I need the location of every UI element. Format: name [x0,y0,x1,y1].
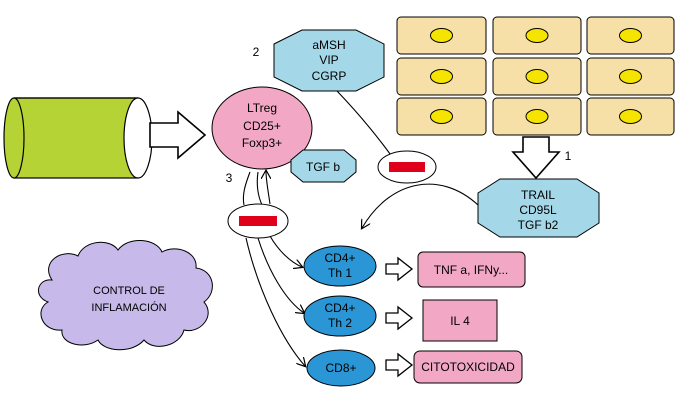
inhibitor-bar-icon [389,162,425,172]
hexagon-top-line3: CGRP [312,69,347,83]
arrow-inhibitor-to-cd8 [245,237,305,366]
connection-lines [242,90,479,366]
cylinder-vessel [3,97,153,179]
treg-label-line1: LTreg [247,101,277,115]
result-box-il4-label: IL 4 [450,314,470,328]
hexagon-tgf-label: TGF b [306,160,340,174]
cell-nucleus [619,28,642,43]
cloud-inflammation-control: CONTROL DE INFLAMACIÓN [38,240,213,351]
block-arrow-icon [511,136,561,180]
cell-nucleus [525,69,549,84]
inhibitor-bar-icon [239,216,277,226]
hexagon-top-line1: aMSH [312,38,345,52]
cd4-th2-line2: Th 2 [328,316,352,330]
cd4-th1-ellipse [303,245,377,287]
result-box-citotoxicidad: CITOTOXICIDAD [413,350,523,384]
cloud-label-line1: CONTROL DE [93,285,165,297]
treg-label-line3: Foxp3+ [242,136,282,150]
cd4-th1-cell: CD4+ Th 1 [303,245,377,287]
cloud-label-line2: INFLAMACIÓN [91,301,166,314]
cell-nucleus [430,28,453,43]
result-box-tnf: TNF a, IFNy... [417,251,526,288]
block-arrow-icon [385,256,414,282]
tissue-cell-grid [396,16,675,136]
hexagon-trail-shape [477,178,600,238]
cylinder-right-end [123,97,153,179]
arrow-inhibitor-to-th1 [269,235,302,267]
hexagon-tgf-shape [290,149,357,183]
inhibitor-lower [227,203,289,239]
line-treg-feedback [266,171,270,205]
result-box-tnf-label: TNF a, IFNy... [434,263,508,277]
block-arrow-icon [149,110,207,160]
cd4-th2-line1: CD4+ [324,301,355,315]
result-box-cito-label: CITOTOXICIDAD [421,360,515,374]
result-box-cito-rect [413,350,523,384]
cd4-th1-line1: CD4+ [324,251,355,265]
cd4-th1-line2: Th 1 [328,266,352,280]
hexagon-trail-line3: TGF b2 [518,218,559,232]
hexagon-trail: TRAIL CD95L TGF b2 [477,178,600,238]
arrow-inhibitor-to-th2 [257,237,304,313]
cloud-shape [38,240,213,351]
cylinder-left-end [3,97,25,179]
cd8-ellipse [306,349,376,387]
block-arrow-icon [385,352,414,378]
cell-nucleus [619,109,642,124]
block-arrow-icon [385,305,414,331]
cd4-th2-ellipse [303,295,377,337]
hexagon-neuropeptides: aMSH VIP CGRP [273,29,385,92]
inhibitor-upper [377,150,437,184]
cd8-cell: CD8+ [306,349,376,387]
treg-cell: LTreg CD25+ Foxp3+ [211,86,313,170]
hexagon-tgf-b: TGF b [290,149,357,183]
line-treg-to-inhibitor-a [242,171,251,206]
cell-nucleus [525,109,549,124]
line-treg-to-inhibitor-b [256,171,263,206]
hexagon-top-line2: VIP [319,53,338,67]
cell-nucleus [525,28,549,43]
hexagon-top-shape [273,29,385,92]
treg-label-line2: CD25+ [243,119,281,133]
cell-nucleus [430,69,453,84]
result-box-tnf-rect [417,251,526,288]
cd4-th2-cell: CD4+ Th 2 [303,295,377,337]
cell-nucleus [430,109,453,124]
number-label-1: 1 [565,149,572,163]
line-hex-to-inhibitor [336,90,394,159]
cd8-label: CD8+ [325,361,356,375]
hexagon-trail-line2: CD95L [519,203,557,217]
hexagon-trail-line1: TRAIL [521,188,555,202]
cell-nucleus [619,69,642,84]
arrow-trail-to-th1 [362,183,479,228]
result-box-il4-rect [422,299,498,342]
number-label-3: 3 [226,171,233,185]
cylinder-body [13,97,139,179]
number-label-2: 2 [253,45,260,59]
result-box-il4: IL 4 [422,299,498,342]
